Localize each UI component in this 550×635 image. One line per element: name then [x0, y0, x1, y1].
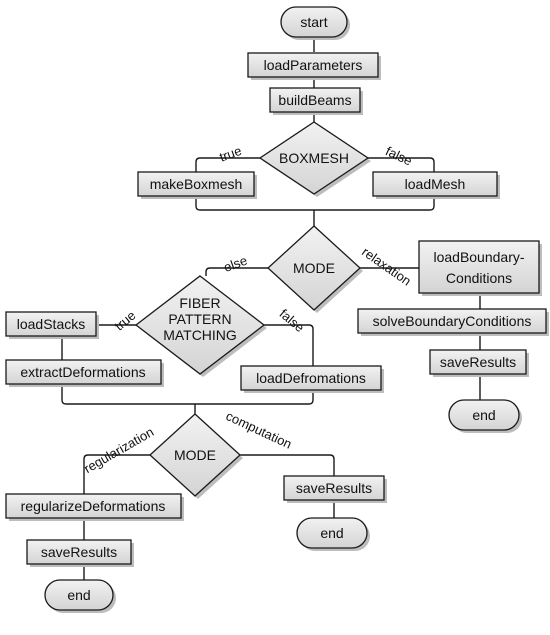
boxmesh-true-label: true — [217, 143, 243, 165]
regularize-deformations-box: regularizeDeformations — [5, 493, 184, 521]
save-results-left-label: saveResults — [41, 544, 117, 560]
regularize-deformations-label: regularizeDeformations — [21, 498, 166, 514]
edge-mode-regularization — [83, 454, 150, 494]
load-parameters-box: loadParameters — [247, 52, 381, 80]
end-middle-terminal: end — [296, 517, 370, 551]
fiber-pattern-matching-label-line3: MATCHING — [163, 327, 237, 343]
solve-boundary-conditions-box: solveBoundaryConditions — [357, 308, 549, 336]
extract-deformations-label: extractDeformations — [20, 364, 145, 380]
load-stacks-label: loadStacks — [17, 316, 85, 332]
edge-boxmesh-merge — [195, 197, 435, 211]
load-defromations-label: loadDefromations — [256, 370, 366, 386]
mode-decision-2: MODE — [149, 413, 243, 499]
fiber-false-label: false — [277, 306, 308, 335]
edge-mode-else — [205, 267, 268, 276]
end-middle-label: end — [320, 525, 343, 541]
build-beams-label: buildBeams — [278, 92, 351, 108]
mode-regularization-label: regularization — [81, 424, 156, 476]
end-right-label: end — [472, 407, 495, 423]
edge-fiber-merge — [61, 387, 314, 405]
mode-1-label: MODE — [293, 260, 335, 276]
load-boundary-conditions-label-line1: loadBoundary- — [433, 249, 524, 265]
edge-mode-computation — [240, 454, 335, 476]
end-left-terminal: end — [44, 579, 116, 613]
load-mesh-label: loadMesh — [405, 176, 466, 192]
save-results-right-box: saveResults — [429, 349, 529, 377]
build-beams-box: buildBeams — [269, 87, 363, 115]
fiber-pattern-matching-decision: FIBER PATTERN MATCHING — [134, 275, 267, 377]
solve-boundary-conditions-label: solveBoundaryConditions — [373, 313, 532, 329]
start-label: start — [300, 14, 327, 30]
load-defromations-box: loadDefromations — [240, 365, 384, 393]
start-terminal: start — [280, 6, 350, 40]
fiber-pattern-matching-label-line2: PATTERN — [168, 311, 231, 327]
load-stacks-box: loadStacks — [5, 311, 99, 339]
edge-fiber-false — [264, 324, 314, 366]
boxmesh-label: BOXMESH — [279, 150, 349, 166]
save-results-middle-box: saveResults — [283, 475, 387, 503]
make-boxmesh-label: makeBoxmesh — [150, 176, 243, 192]
extract-deformations-box: extractDeformations — [5, 359, 164, 387]
edge-boxmesh-false — [368, 157, 435, 172]
edge-boxmesh-true — [195, 157, 260, 172]
load-parameters-label: loadParameters — [264, 57, 363, 73]
nodes: start loadParameters buildBeams BOXMESH … — [5, 6, 549, 613]
mode-computation-label: computation — [224, 408, 295, 452]
fiber-pattern-matching-label-line1: FIBER — [179, 295, 220, 311]
save-results-middle-label: saveResults — [296, 480, 372, 496]
save-results-left-box: saveResults — [26, 539, 134, 567]
connectors — [61, 38, 481, 580]
mode-else-label: else — [222, 253, 250, 275]
mode-2-label: MODE — [174, 447, 216, 463]
boxmesh-false-label: false — [383, 143, 414, 168]
end-right-terminal: end — [448, 399, 522, 433]
mode-relaxation-label: relaxation — [359, 244, 414, 289]
make-boxmesh-box: makeBoxmesh — [137, 171, 257, 199]
load-boundary-conditions-label-line2: Conditions — [446, 270, 512, 286]
fiber-true-label: true — [112, 308, 139, 334]
load-mesh-box: loadMesh — [372, 171, 500, 199]
save-results-right-label: saveResults — [440, 354, 516, 370]
load-boundary-conditions-box: loadBoundary- Conditions — [418, 240, 542, 296]
boxmesh-decision: BOXMESH — [258, 121, 371, 197]
mode-decision-1: MODE — [267, 225, 363, 313]
end-left-label: end — [67, 587, 90, 603]
